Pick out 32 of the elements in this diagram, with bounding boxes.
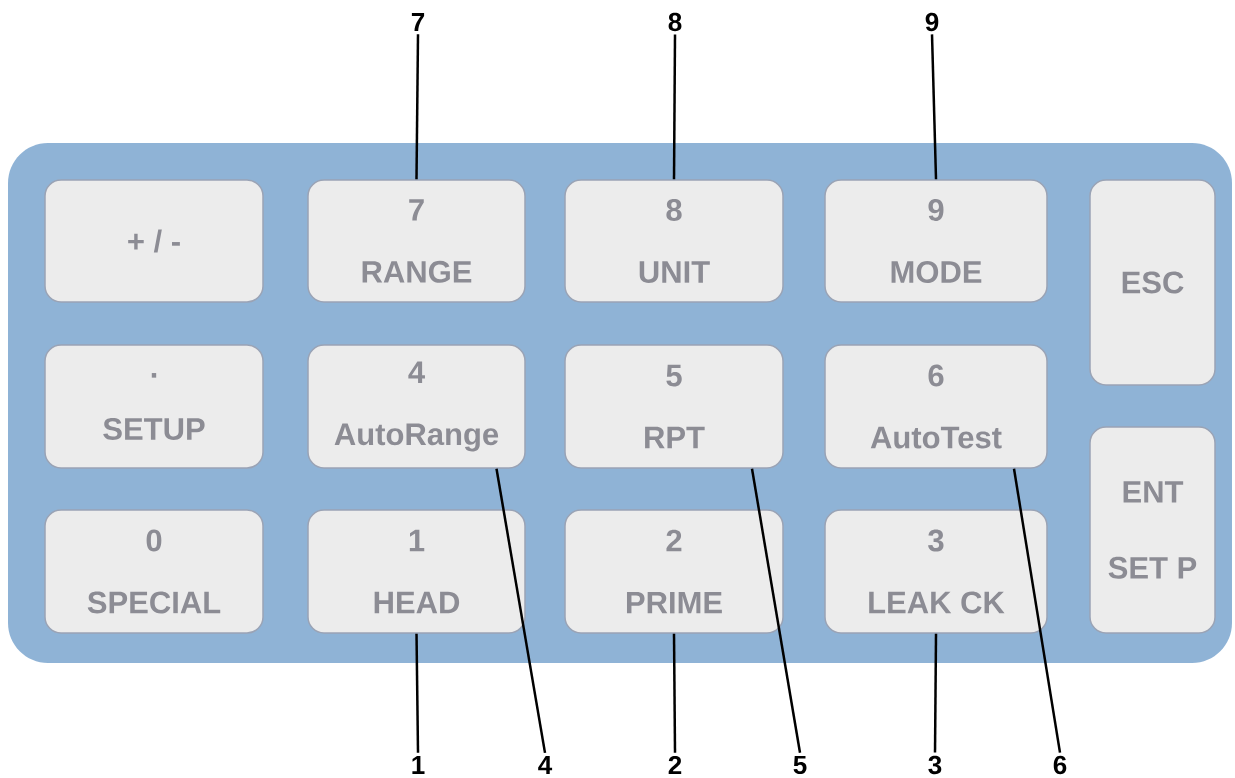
leader-line (672, 633, 677, 753)
callout-number: 9 (925, 12, 939, 32)
callout-number: 2 (668, 755, 682, 775)
key-button: 1 HEAD (307, 509, 526, 634)
leader-line (933, 633, 938, 753)
key-button: 4 AutoRange (307, 344, 526, 469)
key-button: 6 AutoTest (824, 344, 1048, 469)
key-button: 9 MODE (824, 179, 1048, 303)
callout-number: 7 (411, 13, 425, 31)
callout-number: 1 (412, 756, 425, 774)
leader-line (1012, 468, 1062, 753)
leader-line (415, 633, 420, 753)
key-button: 2 PRIME (564, 509, 784, 634)
callout-number: 3 (928, 755, 942, 775)
key-button: + / - (44, 179, 264, 303)
key-button: ENT SET P (1089, 426, 1216, 634)
callout-number: 6 (1053, 755, 1067, 775)
leader-line (750, 468, 802, 753)
callout-number: 5 (793, 755, 807, 775)
callout-number: 8 (668, 12, 682, 32)
key-button: 5 RPT (564, 344, 784, 469)
key-button: 0 SPECIAL (44, 509, 264, 634)
key-button: ESC (1089, 179, 1216, 386)
leader-line (415, 34, 420, 180)
key-button: 7 RANGE (307, 179, 526, 303)
leader-line (930, 34, 938, 180)
leader-line (672, 34, 677, 180)
key-button: 3 LEAK CK (824, 509, 1048, 634)
key-button: 8 UNIT (564, 179, 784, 303)
key-button: . SETUP (44, 344, 264, 469)
leader-line (495, 468, 547, 754)
callout-number: 4 (538, 756, 553, 774)
